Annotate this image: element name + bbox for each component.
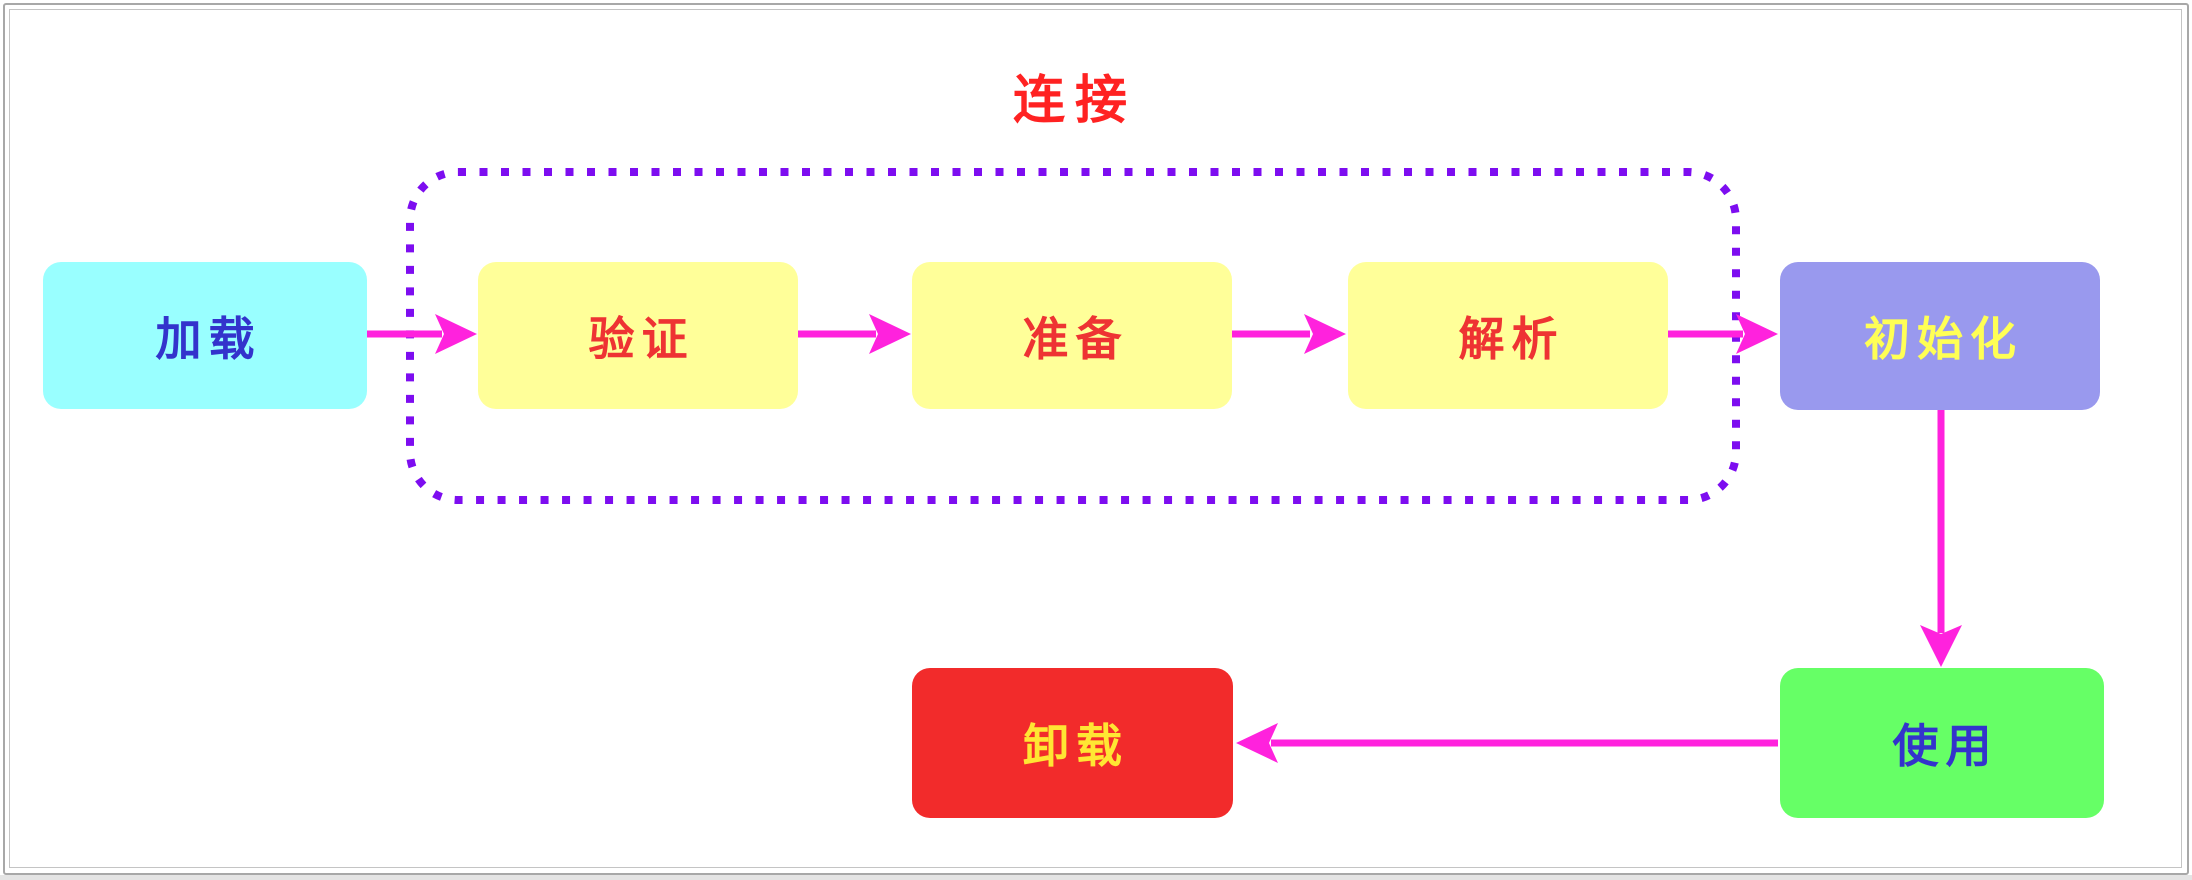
node-load: 加载 [43, 262, 367, 409]
node-use: 使用 [1780, 668, 2104, 818]
arrow-head-icon [1920, 625, 1962, 667]
arrow-use-to-unload [1236, 723, 1778, 763]
arrow-head-icon [1236, 723, 1278, 763]
window-frame [3, 3, 2189, 875]
arrow-prepare-to-resolve [1232, 314, 1346, 354]
arrow-initialize-to-use [1920, 410, 1962, 667]
arrow-load-to-verify [367, 314, 477, 354]
group-title: 连接 [1012, 73, 1137, 130]
node-prepare: 准备 [912, 262, 1232, 409]
arrow-head-icon [1736, 314, 1778, 354]
canvas-border [9, 9, 2182, 868]
window-bottom-shadow [0, 875, 2192, 880]
node-resolve: 解析 [1348, 262, 1668, 409]
node-verify: 验证 [478, 262, 798, 409]
arrow-verify-to-prepare [798, 314, 911, 354]
arrow-resolve-to-initialize [1668, 314, 1778, 354]
node-unload: 卸载 [912, 668, 1233, 818]
arrow-head-icon [869, 314, 911, 354]
node-initialize: 初始化 [1780, 262, 2100, 410]
arrow-head-icon [1304, 314, 1346, 354]
arrow-head-icon [435, 314, 477, 354]
